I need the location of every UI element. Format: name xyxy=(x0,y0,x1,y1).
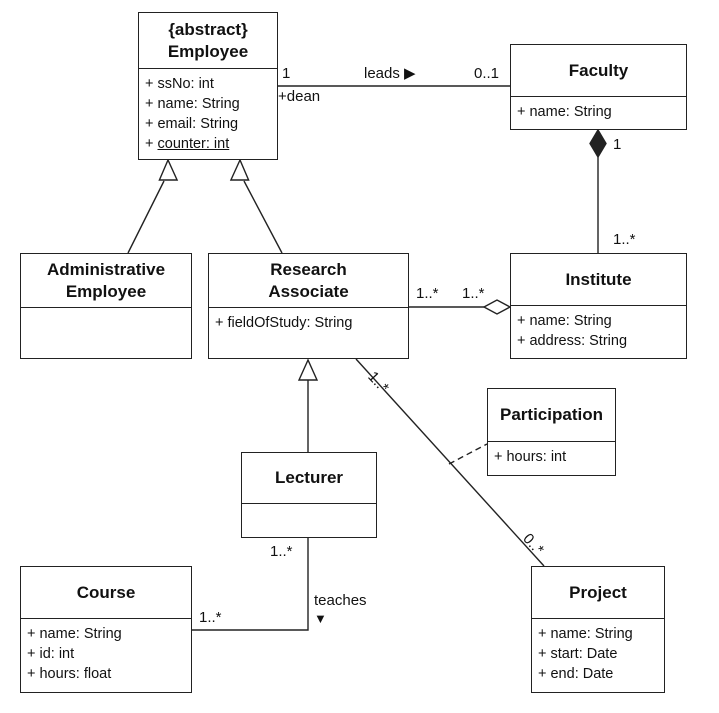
research-institute-multiplicity: 1..* xyxy=(416,285,439,302)
employee-attr-counter-static: counter: int xyxy=(157,136,230,152)
lecturer-generalization-arrowhead xyxy=(297,358,319,381)
teaches-association-line xyxy=(191,538,309,631)
administrative-employee-class[interactable]: Administrative Employee xyxy=(20,253,192,359)
institute-attr-address: + address: String xyxy=(517,333,628,349)
project-attr-start: + start: Date xyxy=(538,646,618,662)
faculty-class[interactable]: Faculty + name: String xyxy=(510,44,687,130)
participation-association-line xyxy=(355,358,545,567)
employee-class-header: {abstract} Employee xyxy=(139,13,277,69)
teaches-label: teaches xyxy=(314,592,367,609)
employee-attributes: + ssNo: int + name: String + email: Stri… xyxy=(139,69,277,154)
course-class-name: Course xyxy=(76,582,136,602)
project-attr-end: + end: Date xyxy=(538,666,614,682)
lecturer-class-header: Lecturer xyxy=(242,453,376,504)
employee-stereotype: {abstract} xyxy=(168,19,248,39)
project-attributes: + name: String + start: Date + end: Date xyxy=(532,619,664,684)
institute-class[interactable]: Institute + name: String + address: Stri… xyxy=(510,253,687,359)
lecturer-class-name: Lecturer xyxy=(274,468,344,487)
research-generalization-line xyxy=(243,180,283,254)
institute-attr-name: + name: String xyxy=(517,313,612,329)
faculty-multiplicity: 0..1 xyxy=(474,65,500,82)
lecturer-multiplicity: 1..* xyxy=(270,543,293,560)
project-class-name: Project xyxy=(569,582,627,602)
administrative-employee-header: Administrative Employee xyxy=(21,254,191,308)
admin-generalization-line xyxy=(127,180,165,254)
course-multiplicity: 1..* xyxy=(199,609,222,626)
faculty-class-name: Faculty xyxy=(568,60,629,80)
teaches-direction-arrow: ▼ xyxy=(314,611,327,626)
participation-class-header: Participation xyxy=(488,389,615,442)
project-class-header: Project xyxy=(532,567,664,619)
course-class-header: Course xyxy=(21,567,191,619)
project-class[interactable]: Project + name: String + start: Date + e… xyxy=(531,566,665,693)
employee-attr-ssno: + ssNo: int xyxy=(145,76,214,92)
aggregation-diamond xyxy=(482,299,512,315)
faculty-attributes: + name: String xyxy=(511,97,686,122)
participation-class[interactable]: Participation + hours: int xyxy=(487,388,616,476)
institute-class-name: Institute xyxy=(565,269,632,289)
course-class[interactable]: Course + name: String + id: int + hours:… xyxy=(20,566,192,693)
admin-generalization-arrowhead xyxy=(158,158,179,181)
employee-class[interactable]: {abstract} Employee + ssNo: int + name: … xyxy=(138,12,278,160)
composition-diamond xyxy=(589,128,607,159)
course-attr-name: + name: String xyxy=(27,626,122,642)
composition-institute-multiplicity: 1..* xyxy=(613,231,636,248)
lecturer-class[interactable]: Lecturer xyxy=(241,452,377,538)
employee-attr-counter: + counter: int xyxy=(145,134,277,154)
faculty-attr-name: + name: String xyxy=(517,104,612,120)
research-associate-name-line2: Associate xyxy=(268,281,349,301)
course-attr-id: + id: int xyxy=(27,646,75,662)
employee-attr-counter-prefix: + xyxy=(145,136,158,152)
faculty-class-header: Faculty xyxy=(511,45,686,97)
employee-faculty-multiplicity: 1 xyxy=(282,65,291,82)
employee-attr-email: + email: String xyxy=(145,116,239,132)
research-generalization-arrowhead xyxy=(229,158,250,181)
participation-attr-hours: + hours: int xyxy=(494,449,567,465)
research-associate-attributes: + fieldOfStudy: String xyxy=(209,308,408,333)
leads-label: leads ▶ xyxy=(364,65,416,82)
dean-role-label: +dean xyxy=(278,88,321,105)
project-attr-name: + name: String xyxy=(538,626,633,642)
research-associate-class[interactable]: Research Associate + fieldOfStudy: Strin… xyxy=(208,253,409,359)
administrative-employee-name-line1: Administrative xyxy=(46,259,166,279)
association-class-dashed-line xyxy=(448,443,488,465)
research-associate-attr-field: + fieldOfStudy: String xyxy=(215,315,353,331)
composition-faculty-multiplicity: 1 xyxy=(613,136,622,153)
course-attr-hours: + hours: float xyxy=(27,666,112,682)
institute-class-header: Institute xyxy=(511,254,686,306)
participation-attributes: + hours: int xyxy=(488,442,615,467)
employee-attr-name: + name: String xyxy=(145,96,240,112)
research-associate-header: Research Associate xyxy=(209,254,408,308)
participation-class-name: Participation xyxy=(500,405,603,424)
course-attributes: + name: String + id: int + hours: float xyxy=(21,619,191,684)
employee-class-name: Employee xyxy=(167,41,249,61)
institute-research-multiplicity: 1..* xyxy=(462,285,485,302)
research-associate-name-line1: Research xyxy=(270,259,347,279)
administrative-employee-name-line2: Employee xyxy=(65,281,147,301)
institute-attributes: + name: String + address: String xyxy=(511,306,686,351)
